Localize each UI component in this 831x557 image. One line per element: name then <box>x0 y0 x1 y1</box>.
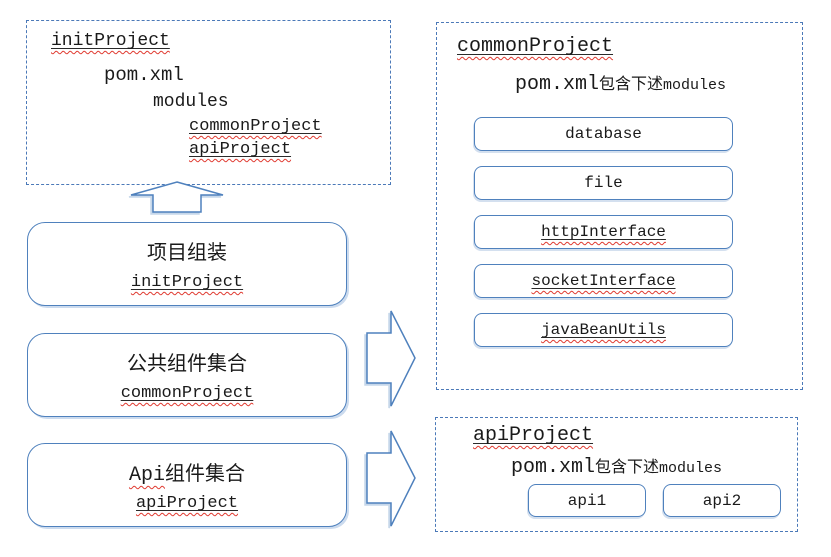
flow-box-init-project: 项目组装 initProject <box>27 222 347 306</box>
flow-box-api-project: Api组件集合 apiProject <box>27 443 347 527</box>
api-subtitle-pom-text: pom.xml <box>511 456 596 479</box>
common-subtitle-zh-text: 包含下述 <box>599 76 664 94</box>
flow-box-init-project-zh-label: 项目组装 <box>147 243 227 266</box>
module-api2-label: api2 <box>702 491 742 510</box>
init-line-api-project-text: apiProject <box>189 140 292 159</box>
module-box-http-interface: httpInterface <box>474 215 733 249</box>
common-subtitle-pom-text: pom.xml <box>515 73 600 96</box>
flow-box-api-project-en-label: apiProject <box>136 494 238 513</box>
common-subtitle-modules-text: modules <box>663 77 727 94</box>
common-panel-title: commonProject <box>457 35 802 58</box>
flow-box-common-project-en-label: commonProject <box>121 384 254 403</box>
init-line-api-project: apiProject <box>189 140 390 159</box>
flow-box-api-project-zh-label: Api组件集合 <box>129 457 245 487</box>
module-box-file: file <box>474 166 733 200</box>
init-project-overview-panel: initProject pom.xml modules commonProjec… <box>26 20 391 185</box>
module-database-label: database <box>565 125 642 143</box>
right-block-arrow-icon <box>366 430 416 527</box>
init-line-common-project: commonProject <box>189 117 390 136</box>
module-box-api1: api1 <box>528 484 646 517</box>
module-box-socket-interface: socketInterface <box>474 264 733 298</box>
api-panel-title: apiProject <box>473 424 797 447</box>
flow-box-api-zh-rest-text: 组件集合 <box>165 464 245 487</box>
module-box-api2: api2 <box>663 484 781 517</box>
common-panel-subtitle: pom.xml包含下述modules <box>515 70 802 96</box>
module-box-java-bean-utils: javaBeanUtils <box>474 313 733 347</box>
api-subtitle-modules-text: modules <box>659 460 723 477</box>
flow-box-api-project-en-text: apiProject <box>135 494 239 513</box>
right-block-arrow-icon <box>366 310 416 407</box>
module-http-interface-label: httpInterface <box>541 223 666 241</box>
flow-box-common-project-zh-label: 公共组件集合 <box>127 354 247 377</box>
module-socket-interface-label: socketInterface <box>531 272 676 290</box>
api-panel-title-text: apiProject <box>473 424 594 447</box>
module-file-label: file <box>584 174 623 192</box>
common-project-panel: commonProject pom.xml包含下述modules databas… <box>436 22 803 390</box>
flow-box-init-project-en-label: initProject <box>131 273 243 292</box>
flow-box-common-project: 公共组件集合 commonProject <box>27 333 347 417</box>
init-line-modules: modules <box>153 92 229 112</box>
flow-box-common-project-en-text: commonProject <box>120 384 254 403</box>
module-box-database: database <box>474 117 733 151</box>
api-project-panel: apiProject pom.xml包含下述modules api1 api2 <box>435 417 798 532</box>
api-panel-subtitle: pom.xml包含下述modules <box>511 453 797 479</box>
api-subtitle-zh-text: 包含下述 <box>595 459 660 477</box>
init-line-pom-xml: pom.xml <box>104 64 184 86</box>
module-api1-label: api1 <box>567 491 607 510</box>
flow-box-api-prefix-text: Api <box>128 464 165 487</box>
module-java-bean-utils-label: javaBeanUtils <box>541 321 666 339</box>
common-panel-title-text: commonProject <box>457 35 614 58</box>
init-panel-title-text: initProject <box>51 31 170 51</box>
flow-box-init-project-en-text: initProject <box>130 273 244 292</box>
api-modules-row: api1 api2 <box>528 484 797 517</box>
init-line-common-project-text: commonProject <box>189 117 322 136</box>
init-panel-title: initProject <box>51 31 390 51</box>
up-block-arrow-icon <box>130 181 224 213</box>
